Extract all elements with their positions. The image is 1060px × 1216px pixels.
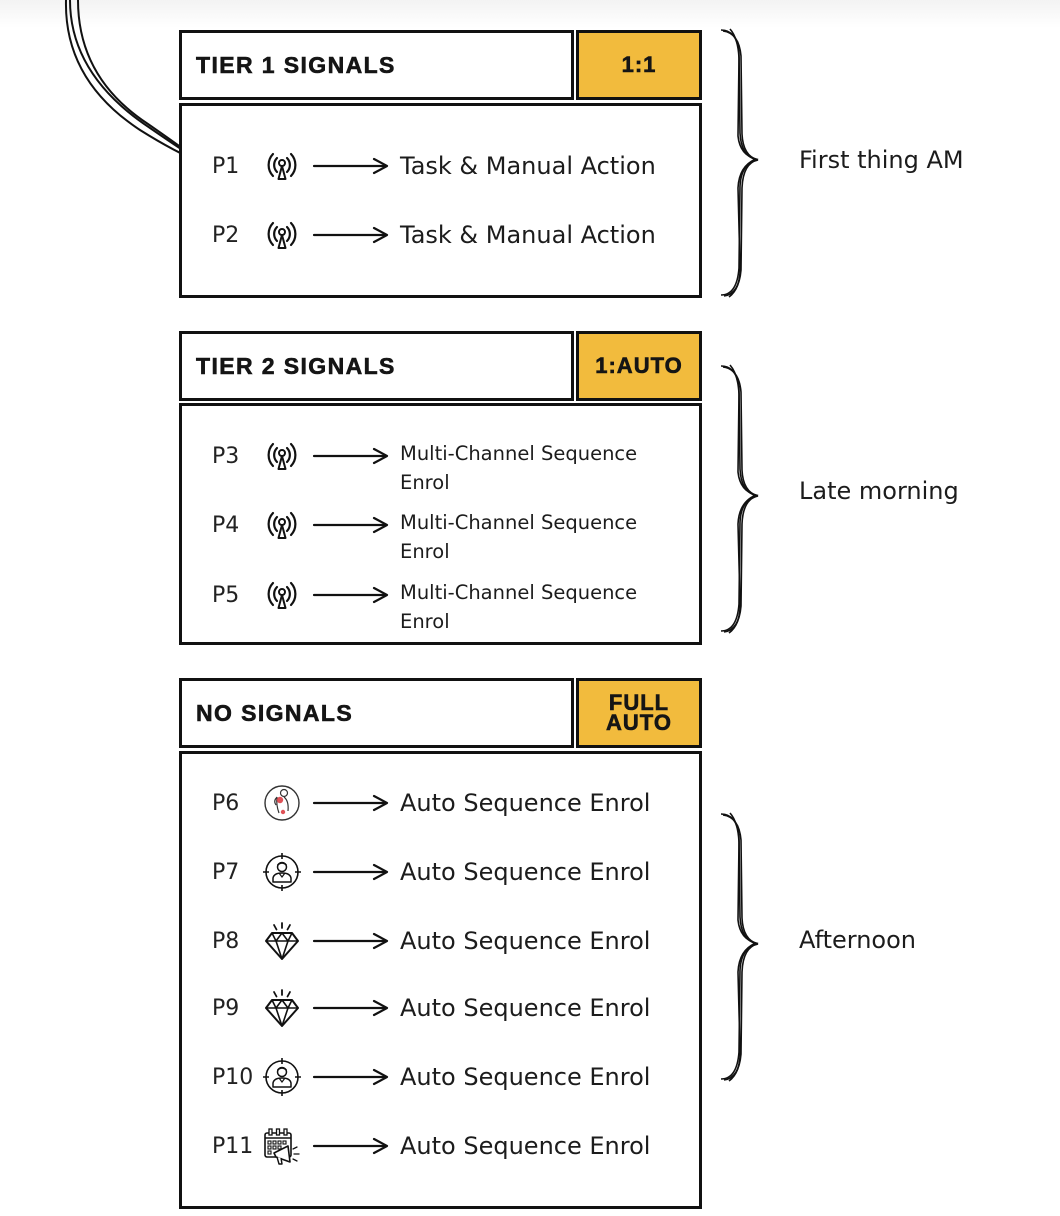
section-title: NO SIGNALS — [196, 699, 354, 726]
diamond-icon — [260, 921, 304, 961]
action-line-2: Enrol — [400, 540, 450, 563]
priority-label: P3 — [212, 443, 240, 469]
action-label: Auto Sequence Enrol — [400, 789, 651, 817]
action-label: Auto Sequence Enrol — [400, 994, 651, 1022]
action-line-1: Multi-Channel Sequence — [400, 511, 638, 534]
action-label: Multi-Channel Sequence Enrol — [400, 439, 670, 497]
priority-label: P7 — [212, 859, 240, 885]
signals-panel — [179, 103, 702, 298]
diamond-icon — [260, 988, 304, 1028]
brace-icon — [719, 812, 779, 1082]
badge-line-1: FULL — [608, 690, 670, 715]
signal-tower-icon — [260, 436, 304, 476]
section-title: TIER 2 SIGNALS — [196, 352, 396, 379]
arrow-right-icon — [312, 1067, 390, 1087]
action-line-1: Multi-Channel Sequence — [400, 442, 638, 465]
arrow-right-icon — [312, 515, 390, 535]
automation-badge: FULL AUTO — [576, 678, 702, 748]
action-line-2: Enrol — [400, 471, 450, 494]
signal-tower-icon — [260, 575, 304, 615]
list-item: P9 Auto Sequence Enrol — [212, 988, 650, 1028]
arrow-right-icon — [312, 446, 390, 466]
list-item: P6 Auto Sequence Enrol — [212, 783, 650, 823]
section-title: TIER 1 SIGNALS — [196, 51, 396, 78]
action-label: Auto Sequence Enrol — [400, 927, 651, 955]
list-item: P11 Auto Sequence Enrol — [212, 1126, 650, 1166]
time-label: Late morning — [799, 477, 959, 505]
section-title-box: TIER 2 SIGNALS — [179, 331, 574, 401]
signal-tower-icon — [260, 505, 304, 545]
arrow-right-icon — [312, 225, 390, 245]
arrow-right-icon — [312, 998, 390, 1018]
arrow-right-icon — [312, 931, 390, 951]
action-label: Auto Sequence Enrol — [400, 858, 651, 886]
priority-label: P11 — [212, 1133, 254, 1159]
arrow-right-icon — [312, 793, 390, 813]
list-item: P10 Auto Sequence Enrol — [212, 1057, 650, 1097]
list-item: P5 Multi-Channel Sequence Enrol — [212, 575, 670, 633]
arrow-right-icon — [312, 156, 390, 176]
action-label: Task & Manual Action — [400, 152, 656, 180]
action-label: Auto Sequence Enrol — [400, 1063, 651, 1091]
signal-tower-icon — [260, 146, 304, 186]
list-item: P8 Auto Sequence Enrol — [212, 921, 650, 961]
action-label: Auto Sequence Enrol — [400, 1132, 651, 1160]
action-label: Multi-Channel Sequence Enrol — [400, 578, 670, 636]
signals-panel — [179, 403, 702, 645]
list-item: P1 Task & Manual Action — [212, 146, 656, 186]
priority-label: P2 — [212, 222, 240, 248]
brace-icon — [719, 364, 779, 634]
section-title-box: NO SIGNALS — [179, 678, 574, 748]
arrow-right-icon — [312, 862, 390, 882]
arrow-right-icon — [312, 1136, 390, 1156]
time-label: Afternoon — [799, 926, 916, 954]
action-line-2: Enrol — [400, 610, 450, 633]
calendar-megaphone-icon — [260, 1126, 304, 1166]
automation-badge: 1:AUTO — [576, 331, 702, 401]
action-label: Task & Manual Action — [400, 221, 656, 249]
list-item: P2 Task & Manual Action — [212, 215, 656, 255]
list-item: P7 Auto Sequence Enrol — [212, 852, 650, 892]
priority-label: P8 — [212, 928, 240, 954]
priority-label: P10 — [212, 1064, 254, 1090]
priority-label: P6 — [212, 790, 240, 816]
badge-line-2: AUTO — [606, 710, 672, 735]
arrow-right-icon — [312, 585, 390, 605]
priority-label: P1 — [212, 153, 240, 179]
target-person-icon — [260, 1057, 304, 1097]
priority-label: P9 — [212, 995, 240, 1021]
action-label: Multi-Channel Sequence Enrol — [400, 508, 670, 566]
priority-label: P5 — [212, 582, 240, 608]
list-item: P3 Multi-Channel Sequence Enrol — [212, 436, 670, 494]
brace-icon — [719, 28, 779, 298]
time-label: First thing AM — [799, 146, 964, 174]
automation-badge: 1:1 — [576, 30, 702, 100]
signal-tower-icon — [260, 215, 304, 255]
section-title-box: TIER 1 SIGNALS — [179, 30, 574, 100]
priority-label: P4 — [212, 512, 240, 538]
action-line-1: Multi-Channel Sequence — [400, 581, 638, 604]
pain-point-person-icon — [260, 783, 304, 823]
list-item: P4 Multi-Channel Sequence Enrol — [212, 505, 670, 563]
target-person-icon — [260, 852, 304, 892]
